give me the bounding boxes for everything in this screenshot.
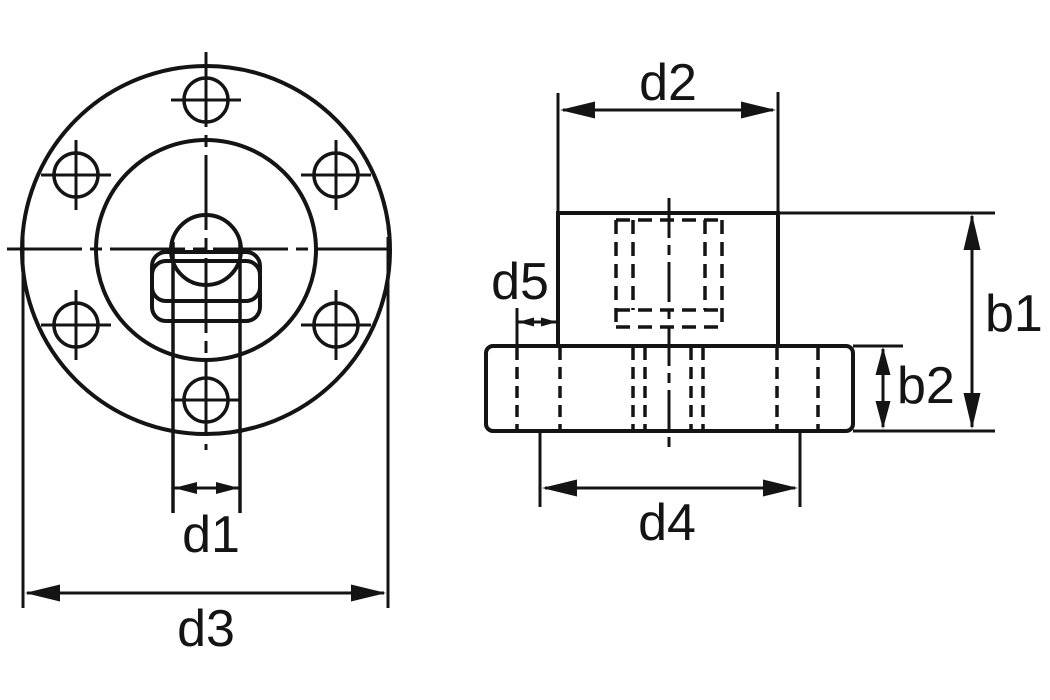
slot-boss-outline-lower	[150, 259, 262, 323]
dimension-d5-label: d5	[491, 253, 549, 311]
dimension-d4-label: d4	[638, 494, 696, 552]
dimension-b1: b1	[963, 214, 1043, 429]
arrowhead	[216, 482, 239, 494]
arrowhead	[351, 584, 386, 602]
arrowhead	[174, 482, 197, 494]
flange-hidden-lines	[515, 348, 820, 429]
arrowhead	[875, 347, 891, 375]
dimension-d1: d1	[174, 482, 240, 564]
front-view: d1 d3	[7, 52, 398, 658]
arrowhead	[560, 101, 595, 119]
dimension-d1-label: d1	[182, 506, 240, 564]
arrowhead	[963, 393, 981, 429]
arrowhead	[25, 584, 60, 602]
arrowhead	[741, 101, 776, 119]
arrowhead	[875, 401, 891, 429]
dimension-d5: d5	[491, 253, 557, 327]
arrowhead	[541, 317, 557, 327]
side-view: d2 d5 d4 b1 b2	[484, 54, 1043, 552]
arrowhead	[518, 317, 534, 327]
dimension-b2: b2	[875, 347, 955, 429]
dimension-d3-label: d3	[177, 600, 235, 658]
dimension-d3: d3	[21, 237, 390, 658]
arrowhead	[763, 479, 798, 497]
dimension-b2-label: b2	[897, 357, 955, 415]
dimension-b1-label: b1	[985, 285, 1043, 343]
arrowhead	[963, 214, 981, 250]
arrowhead	[542, 479, 577, 497]
dimension-d4: d4	[542, 479, 798, 552]
dimension-d2: d2	[560, 54, 776, 119]
dimension-d2-label: d2	[639, 54, 697, 112]
